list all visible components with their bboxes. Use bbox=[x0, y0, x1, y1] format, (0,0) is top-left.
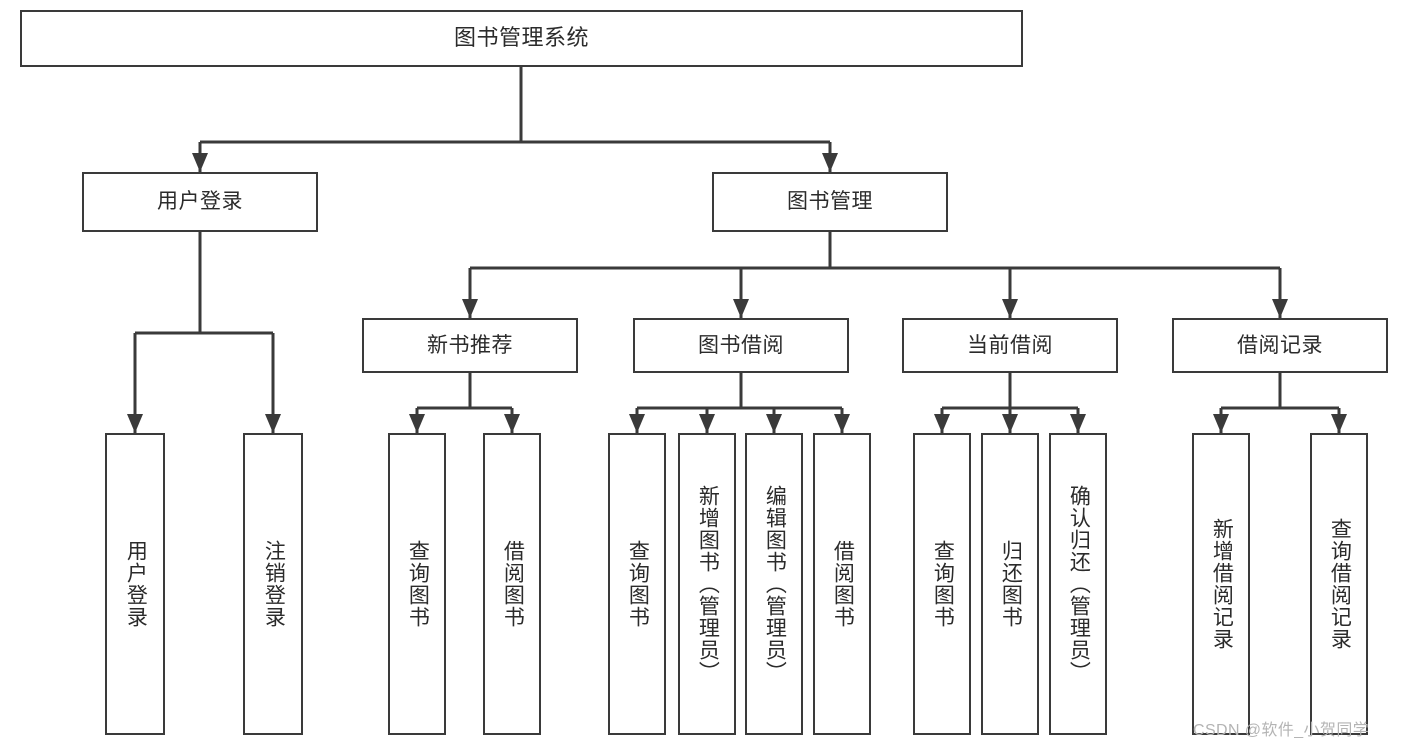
node-label: 用户登录 bbox=[157, 190, 243, 214]
node-level2-0[interactable]: 用户登录 bbox=[82, 172, 318, 232]
node-leaf-6[interactable]: 编辑图书（管理员） bbox=[745, 433, 803, 735]
node-label: 查询图书 bbox=[406, 540, 430, 628]
node-label: 注销登录 bbox=[262, 540, 286, 628]
node-label: 借阅记录 bbox=[1237, 333, 1323, 357]
node-leaf-4[interactable]: 查询图书 bbox=[608, 433, 666, 735]
node-label: 图书管理系统 bbox=[453, 25, 589, 51]
node-leaf-10[interactable]: 确认归还（管理员） bbox=[1049, 433, 1107, 735]
node-leaf-12[interactable]: 查询借阅记录 bbox=[1310, 433, 1368, 735]
node-leaf-0[interactable]: 用户登录 bbox=[105, 433, 165, 735]
node-label: 图书管理 bbox=[787, 190, 873, 214]
node-leaf-11[interactable]: 新增借阅记录 bbox=[1192, 433, 1250, 735]
node-level3-3[interactable]: 借阅记录 bbox=[1172, 318, 1388, 373]
node-label: 当前借阅 bbox=[967, 333, 1053, 357]
node-leaf-3[interactable]: 借阅图书 bbox=[483, 433, 541, 735]
watermark-text: CSDN @软件_小贺同学 bbox=[1193, 722, 1370, 739]
node-label: 图书借阅 bbox=[698, 333, 784, 357]
node-label: 新增图书（管理员） bbox=[696, 485, 720, 683]
node-leaf-2[interactable]: 查询图书 bbox=[388, 433, 446, 735]
node-label: 查询图书 bbox=[626, 540, 650, 628]
node-leaf-7[interactable]: 借阅图书 bbox=[813, 433, 871, 735]
node-leaf-8[interactable]: 查询图书 bbox=[913, 433, 971, 735]
node-level2-1[interactable]: 图书管理 bbox=[712, 172, 948, 232]
node-label: 用户登录 bbox=[124, 540, 148, 628]
node-level3-0[interactable]: 新书推荐 bbox=[362, 318, 578, 373]
node-leaf-1[interactable]: 注销登录 bbox=[243, 433, 303, 735]
node-label: 借阅图书 bbox=[831, 540, 855, 628]
node-label: 确认归还（管理员） bbox=[1067, 485, 1091, 683]
node-label: 查询借阅记录 bbox=[1328, 518, 1352, 650]
node-label: 编辑图书（管理员） bbox=[763, 485, 787, 683]
node-level3-1[interactable]: 图书借阅 bbox=[633, 318, 849, 373]
node-label: 新增借阅记录 bbox=[1210, 518, 1234, 650]
node-level3-2[interactable]: 当前借阅 bbox=[902, 318, 1118, 373]
node-root[interactable]: 图书管理系统 bbox=[20, 10, 1023, 67]
node-label: 借阅图书 bbox=[501, 540, 525, 628]
node-label: 新书推荐 bbox=[427, 333, 513, 357]
node-leaf-9[interactable]: 归还图书 bbox=[981, 433, 1039, 735]
node-leaf-5[interactable]: 新增图书（管理员） bbox=[678, 433, 736, 735]
node-label: 查询图书 bbox=[931, 540, 955, 628]
node-label: 归还图书 bbox=[999, 540, 1023, 628]
